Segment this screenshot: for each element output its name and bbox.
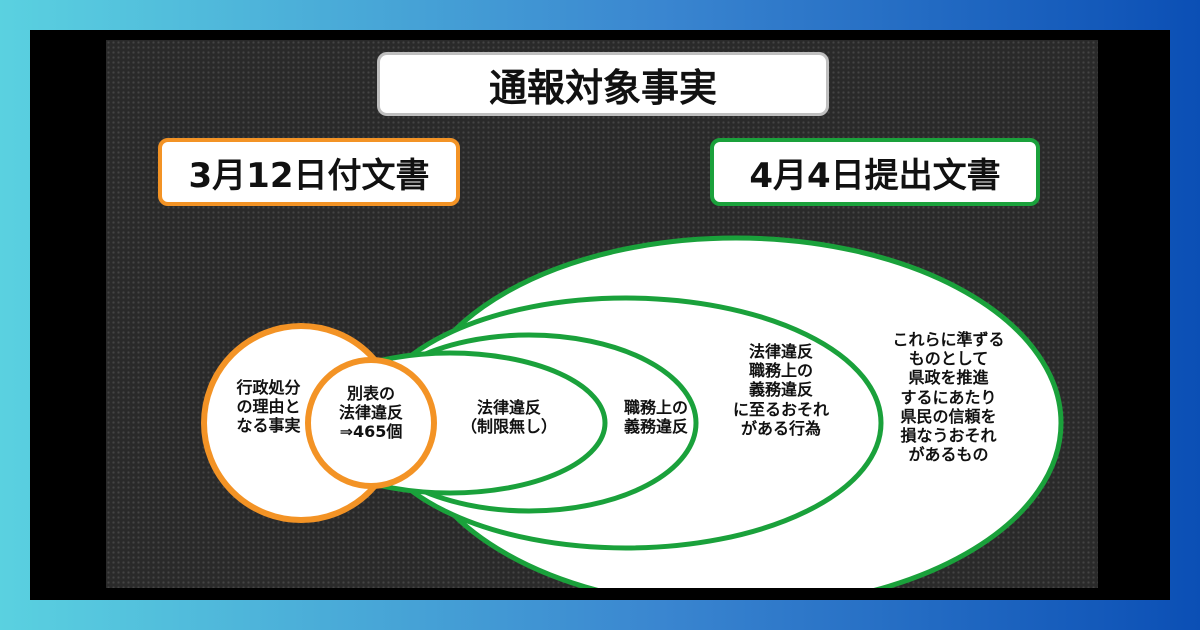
nested-ellipse-diagram — [201, 235, 1064, 588]
slide-panel: 通報対象事実 3月12日付文書 4月4日提出文書 行政処分 の理由と なる事実 … — [106, 40, 1098, 588]
inner-orange-circle — [305, 357, 437, 489]
ellipse-4-text: これらに準ずる ものとして 県政を推進 するにあたり 県民の信頼を 損なうおそれ… — [892, 330, 1005, 465]
inner-circle-text: 別表の 法律違反 ⇒465個 — [338, 384, 403, 442]
slide-title: 通報対象事実 — [488, 65, 717, 110]
outer-circle-text: 行政処分 の理由と なる事実 — [236, 378, 301, 436]
left-document-label: 3月12日付文書 — [158, 138, 460, 206]
left-document-text: 3月12日付文書 — [188, 155, 430, 196]
image-frame: 通報対象事実 3月12日付文書 4月4日提出文書 行政処分 の理由と なる事実 … — [30, 30, 1170, 600]
ellipse-1-text: 法律違反 （制限無し） — [460, 398, 557, 437]
right-document-label: 4月4日提出文書 — [710, 138, 1040, 206]
ellipse-2-text: 職務上の 義務違反 — [623, 398, 688, 437]
ellipse-3-text: 法律違反 職務上の 義務違反 に至るおそれ がある行為 — [732, 342, 829, 438]
right-document-text: 4月4日提出文書 — [749, 155, 1001, 196]
title-box: 通報対象事実 — [377, 52, 829, 116]
